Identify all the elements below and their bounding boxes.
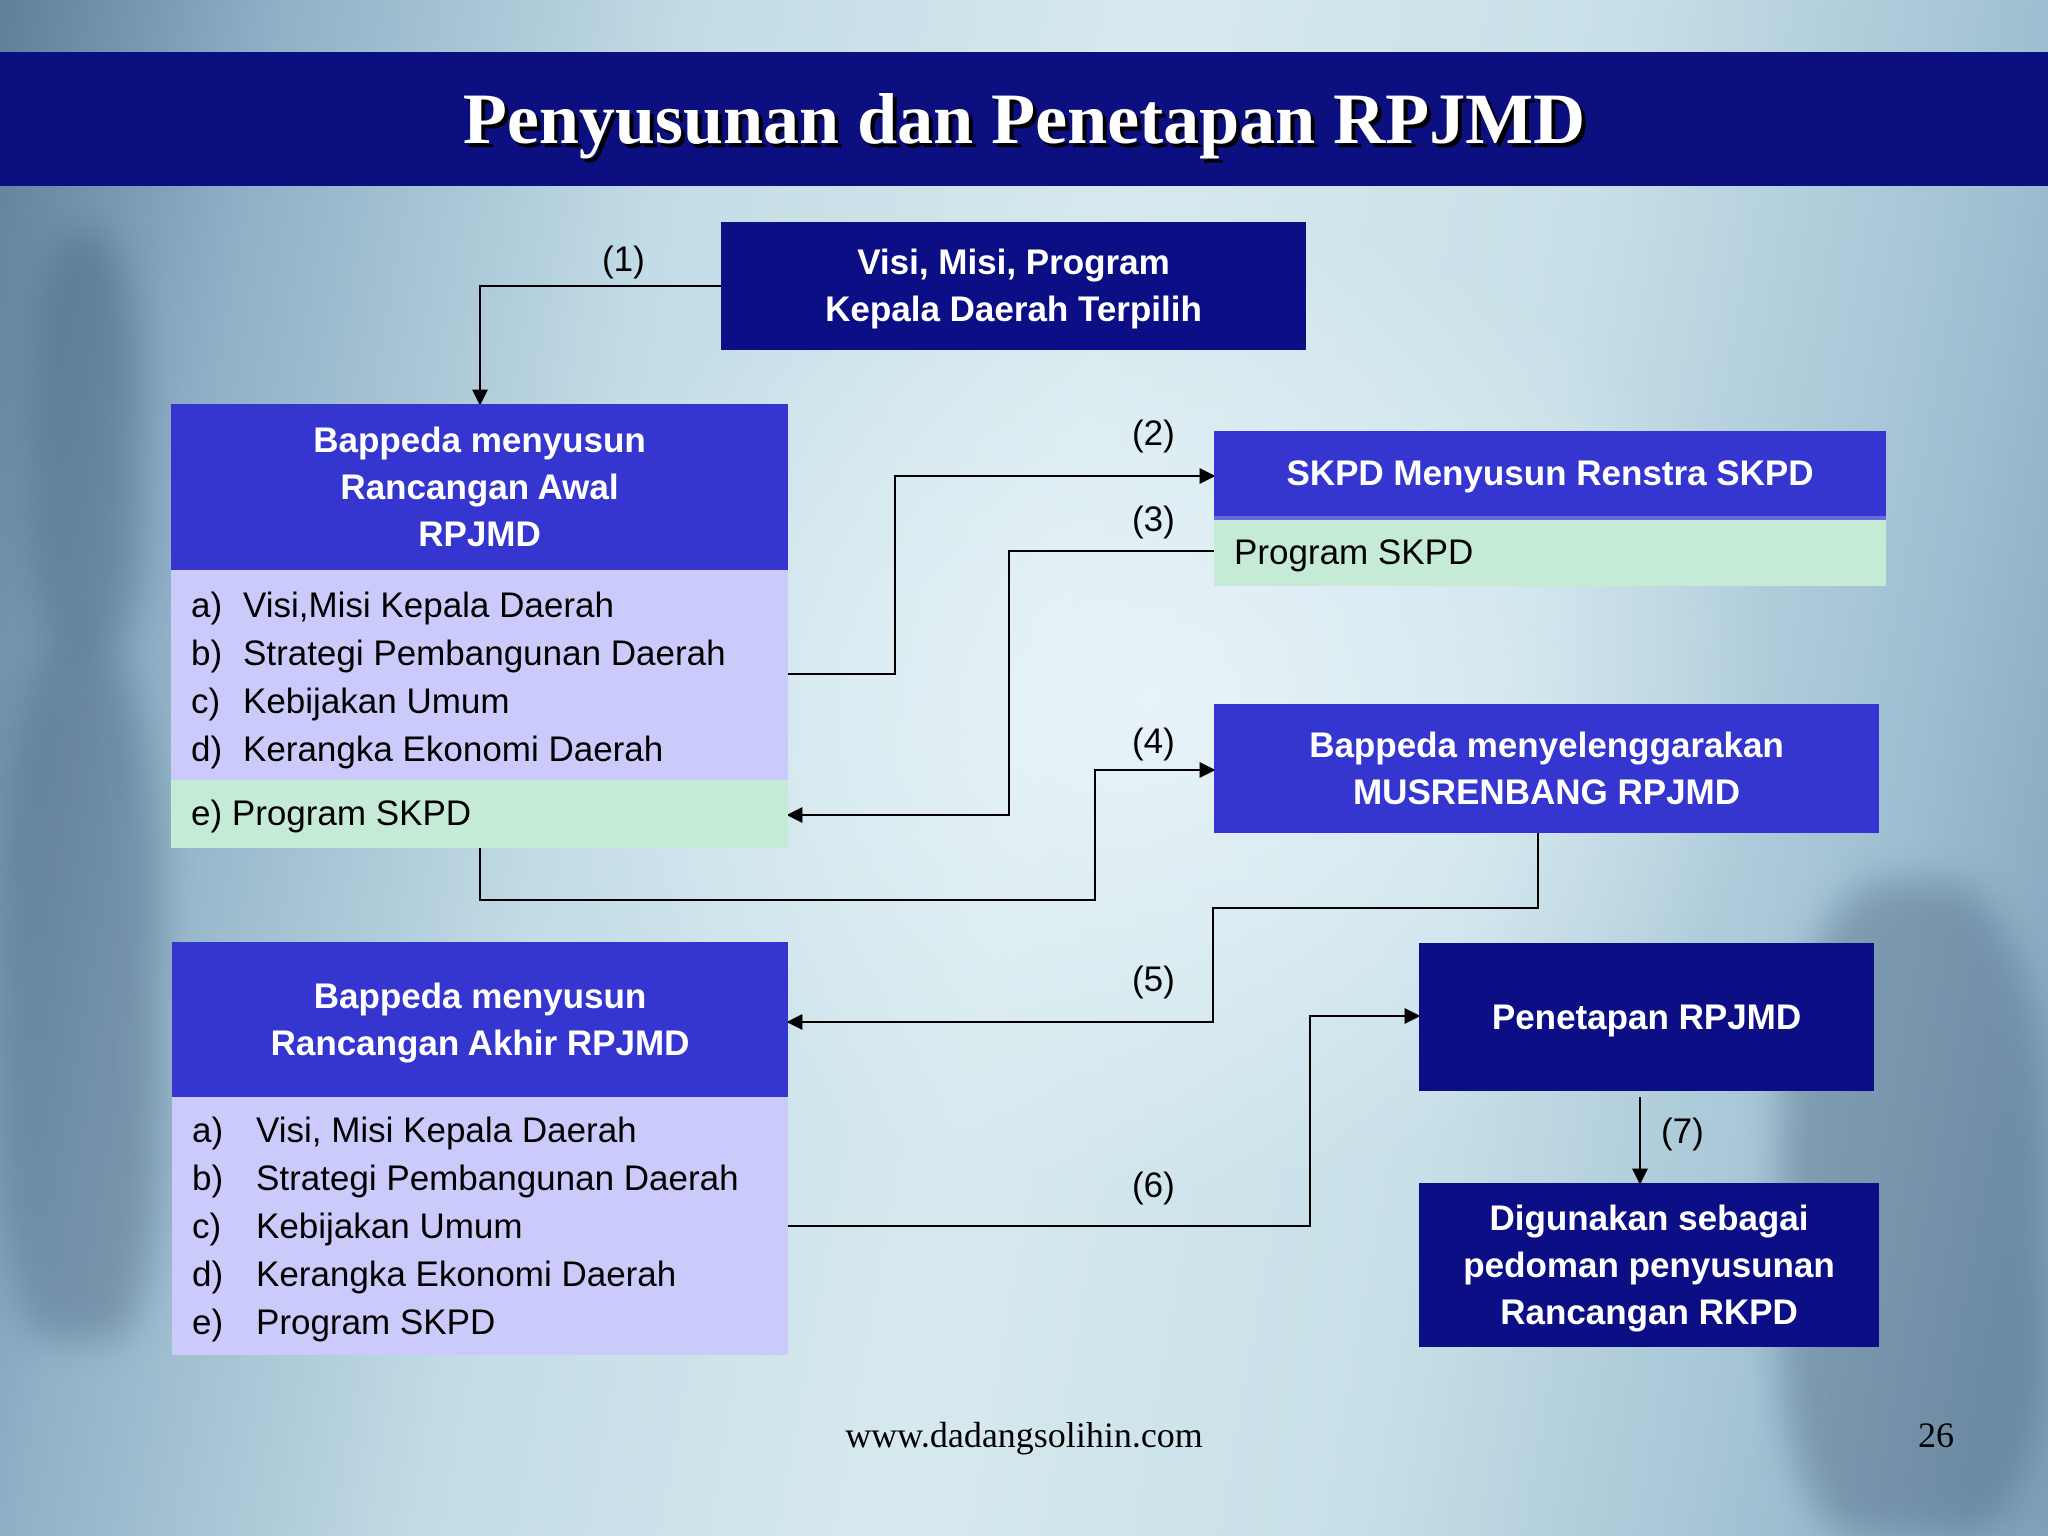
list-item: d) Kerangka Ekonomi Daerah	[192, 1251, 788, 1299]
list-item-text: Kerangka Ekonomi Daerah	[243, 730, 664, 769]
connector-4	[479, 762, 1216, 901]
list-item: c) Kebijakan Umum	[192, 1203, 788, 1251]
list-item-key: e)	[192, 1303, 224, 1342]
background-figure-left	[30, 230, 140, 650]
list-item-text: Program SKPD	[256, 1303, 496, 1342]
list-item-key: b)	[192, 1159, 224, 1198]
list-item-key: d)	[191, 730, 223, 769]
list-item: a) Visi, Misi Kepala Daerah	[192, 1107, 788, 1155]
list-item-key: b)	[191, 634, 223, 673]
visi-misi-box: Visi, Misi, Program Kepala Daerah Terpil…	[721, 222, 1306, 350]
list-item: e) Program SKPD	[192, 1299, 788, 1347]
list-item-text: Kebijakan Umum	[256, 1207, 523, 1246]
list-item-key: d)	[192, 1255, 224, 1294]
list-item-text: Visi, Misi Kepala Daerah	[256, 1111, 637, 1150]
step-label-6: (6)	[1132, 1166, 1175, 1205]
footer-url: www.dadangsolihin.com	[845, 1415, 1203, 1455]
list-item-key: c)	[192, 1207, 222, 1246]
list-item-text: Visi,Misi Kepala Daerah	[243, 586, 614, 625]
page-number: 26	[1918, 1415, 1954, 1455]
connector-2	[788, 468, 1216, 675]
page-title: Penyusunan dan Penetapan RPJMD	[462, 79, 1586, 159]
rancangan-awal-list: a) Visi,Misi Kepala Daerah b) Strategi Pemb…	[171, 570, 788, 780]
connector-5	[786, 825, 1539, 1030]
list-item: c) Kebijakan Umum	[191, 678, 788, 726]
list-item-key: c)	[191, 682, 221, 721]
step-label-7: (7)	[1661, 1112, 1704, 1151]
list-item: a) Visi,Misi Kepala Daerah	[191, 582, 788, 630]
step-label-4: (4)	[1132, 722, 1175, 761]
background-figure-left-lower	[0, 640, 160, 1340]
connector-1	[472, 285, 721, 406]
digunakan-box: Digunakan sebagai pedoman penyusunan Ran…	[1419, 1183, 1879, 1347]
skpd-renstra-header: SKPD Menyusun Renstra SKPD	[1214, 431, 1886, 520]
connector-6	[788, 1008, 1421, 1227]
list-item: d) Kerangka Ekonomi Daerah	[191, 726, 788, 774]
list-item: b) Strategi Pembangunan Daerah	[191, 630, 788, 678]
rancangan-akhir-list: a) Visi, Misi Kepala Daerah b) Strategi Pem…	[172, 1097, 788, 1355]
title-bar	[0, 52, 2048, 186]
rancangan-awal-header: Bappeda menyusun Rancangan Awal RPJMD	[171, 404, 788, 570]
step-label-1: (1)	[602, 240, 645, 279]
step-label-2: (2)	[1132, 414, 1175, 453]
penetapan-box: Penetapan RPJMD	[1419, 943, 1874, 1091]
list-item-text: Strategi Pembangunan Daerah	[256, 1159, 739, 1198]
musrenbang-box: Bappeda menyelenggarakan MUSRENBANG RPJM…	[1214, 704, 1879, 833]
step-label-3: (3)	[1132, 500, 1175, 539]
skpd-program-box: Program SKPD	[1214, 520, 1886, 586]
connector-3	[786, 550, 1214, 823]
list-item-text: Kebijakan Umum	[243, 682, 510, 721]
list-item-text: Strategi Pembangunan Daerah	[243, 634, 726, 673]
list-item-text: Kerangka Ekonomi Daerah	[256, 1255, 677, 1294]
rancangan-akhir-header: Bappeda menyusun Rancangan Akhir RPJMD	[172, 942, 788, 1097]
list-item-key: a)	[192, 1111, 224, 1150]
step-label-5: (5)	[1132, 960, 1175, 999]
list-item-key: a)	[191, 586, 223, 625]
list-item: b) Strategi Pembangunan Daerah	[192, 1155, 788, 1203]
rancangan-awal-program: e) Program SKPD	[171, 780, 788, 848]
